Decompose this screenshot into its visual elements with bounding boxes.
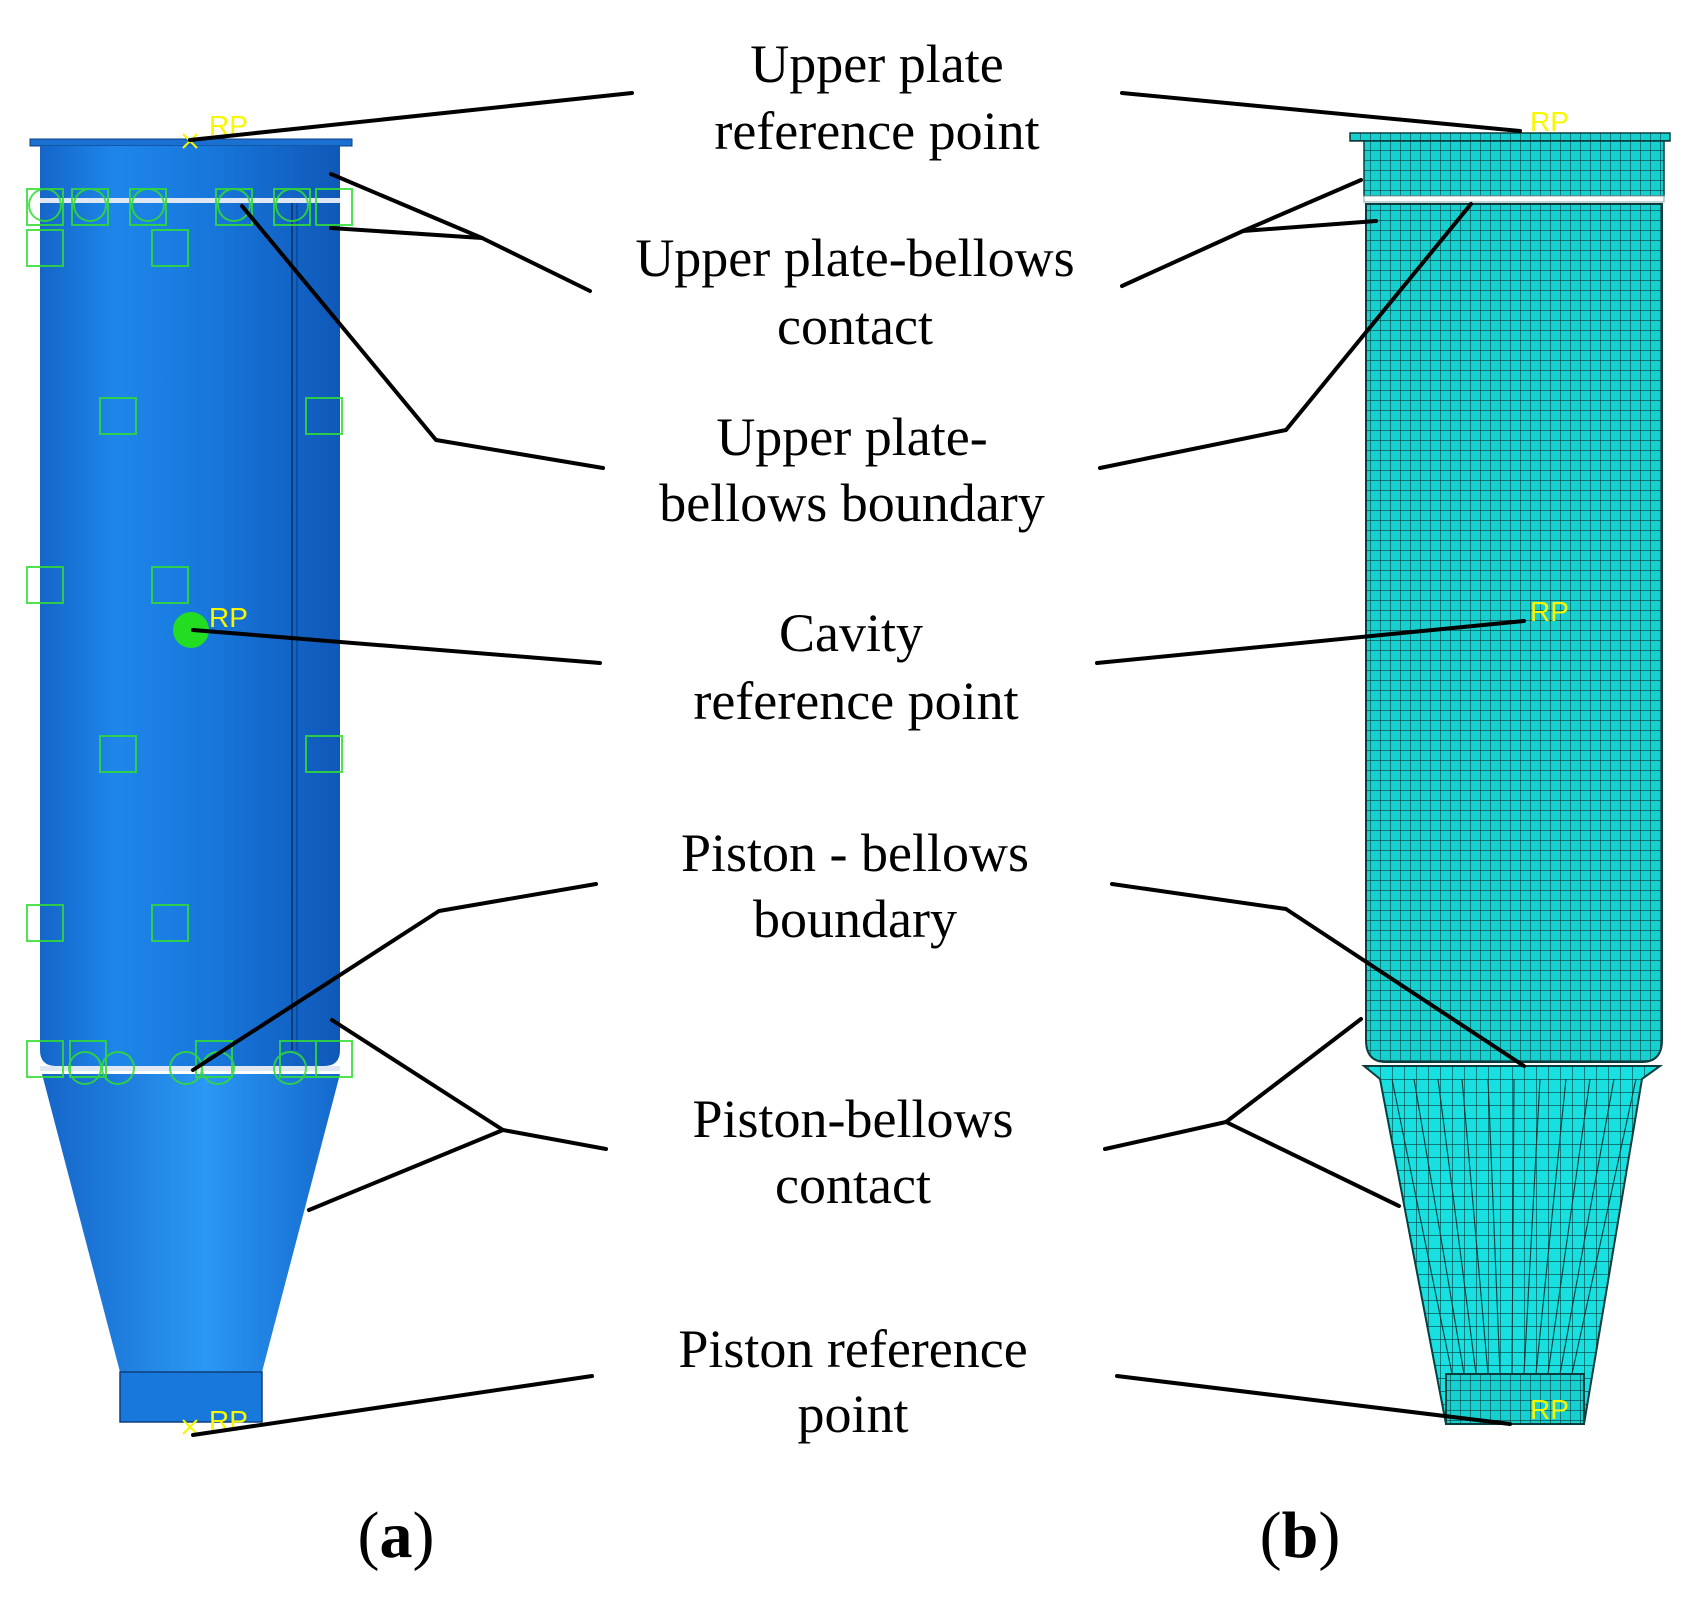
leader-piston-contact-b [1103,1017,1363,1151]
leader-lines [188,91,1526,1437]
leader-piston-boundary-a [191,882,598,1072]
lower-gap [40,1066,340,1071]
leader-upper-boundary-a [240,204,605,470]
upper-plate-rp-marker-b: RP [1530,106,1569,137]
leader-upper-plate-rp-b [1120,91,1522,133]
cavity-rp-marker-b: RP [1530,596,1569,627]
leader-piston-rp-a [191,1374,594,1437]
panel-label-a: (a) [358,1499,435,1572]
mesh-bellows-cylinder [1366,204,1662,1062]
leader-piston-boundary-b [1110,882,1526,1068]
leader-upper-contact-b-2 [1241,219,1378,233]
leader-upper-plate-rp-a [188,91,634,142]
label-upper-boundary-line1: Upper plate- [716,407,987,467]
label-piston-rp-line1: Piston reference [678,1319,1027,1379]
leader-piston-contact-b-2 [1224,1120,1401,1208]
constraint-markers [26,188,353,1085]
panel-b-close: ) [1318,1499,1340,1572]
leader-upper-contact-a-2 [329,226,484,240]
label-upper-plate-rp-line2: reference point [714,101,1039,161]
leader-cavity-rp-b [1095,619,1526,665]
panel-b-mesh: RP RP RP [1349,106,1671,1425]
mesh-upper-gap [1363,195,1665,203]
label-piston-boundary-line2: boundary [753,889,957,949]
panel-a-close: ) [413,1499,435,1572]
label-piston-contact-line1: Piston-bellows [692,1089,1013,1149]
upper-plate-gap [40,198,340,203]
piston-rp-marker-b: RP [1530,1394,1569,1425]
cavity-rp-marker-a: RP [209,602,248,633]
mesh-piston-base [1445,1373,1585,1425]
mesh-upper-cap [1363,140,1665,197]
panel-label-b: (b) [1260,1499,1341,1572]
panel-b-open: ( [1260,1499,1282,1572]
label-upper-contact-line1: Upper plate-bellows [635,228,1074,288]
panel-a-letter: a [380,1499,413,1572]
label-piston-contact-line2: contact [775,1155,931,1215]
panel-a-open: ( [358,1499,380,1572]
label-cavity-rp-line2: reference point [693,671,1018,731]
leader-piston-contact-a [330,1018,608,1151]
leader-upper-contact-b [1120,178,1363,288]
callout-labels: Upper plate reference point Upper plate-… [635,34,1074,1444]
label-piston-boundary-line1: Piston - bellows [681,823,1029,883]
label-upper-contact-line2: contact [777,296,933,356]
label-cavity-rp-line1: Cavity [779,603,923,663]
leader-piston-contact-a-2 [307,1128,505,1212]
mesh-cone-radials [1391,1078,1637,1375]
svg-text:(a): (a) [358,1499,435,1572]
label-upper-plate-rp-line1: Upper plate [750,34,1003,94]
panel-b-letter: b [1282,1499,1319,1572]
panel-a-model: RP RP RP [26,110,353,1436]
svg-text:(b): (b) [1260,1499,1341,1572]
mesh-upper-plate [1349,132,1671,142]
piston-base [119,1371,263,1423]
piston-cone [42,1074,340,1372]
mesh-bellows-outline [1365,203,1663,1063]
label-piston-rp-line2: point [797,1384,908,1444]
leader-cavity-rp-a [191,628,602,665]
leader-upper-boundary-b [1098,202,1473,470]
label-upper-boundary-line2: bellows boundary [659,473,1044,533]
leader-piston-rp-b [1115,1374,1512,1426]
